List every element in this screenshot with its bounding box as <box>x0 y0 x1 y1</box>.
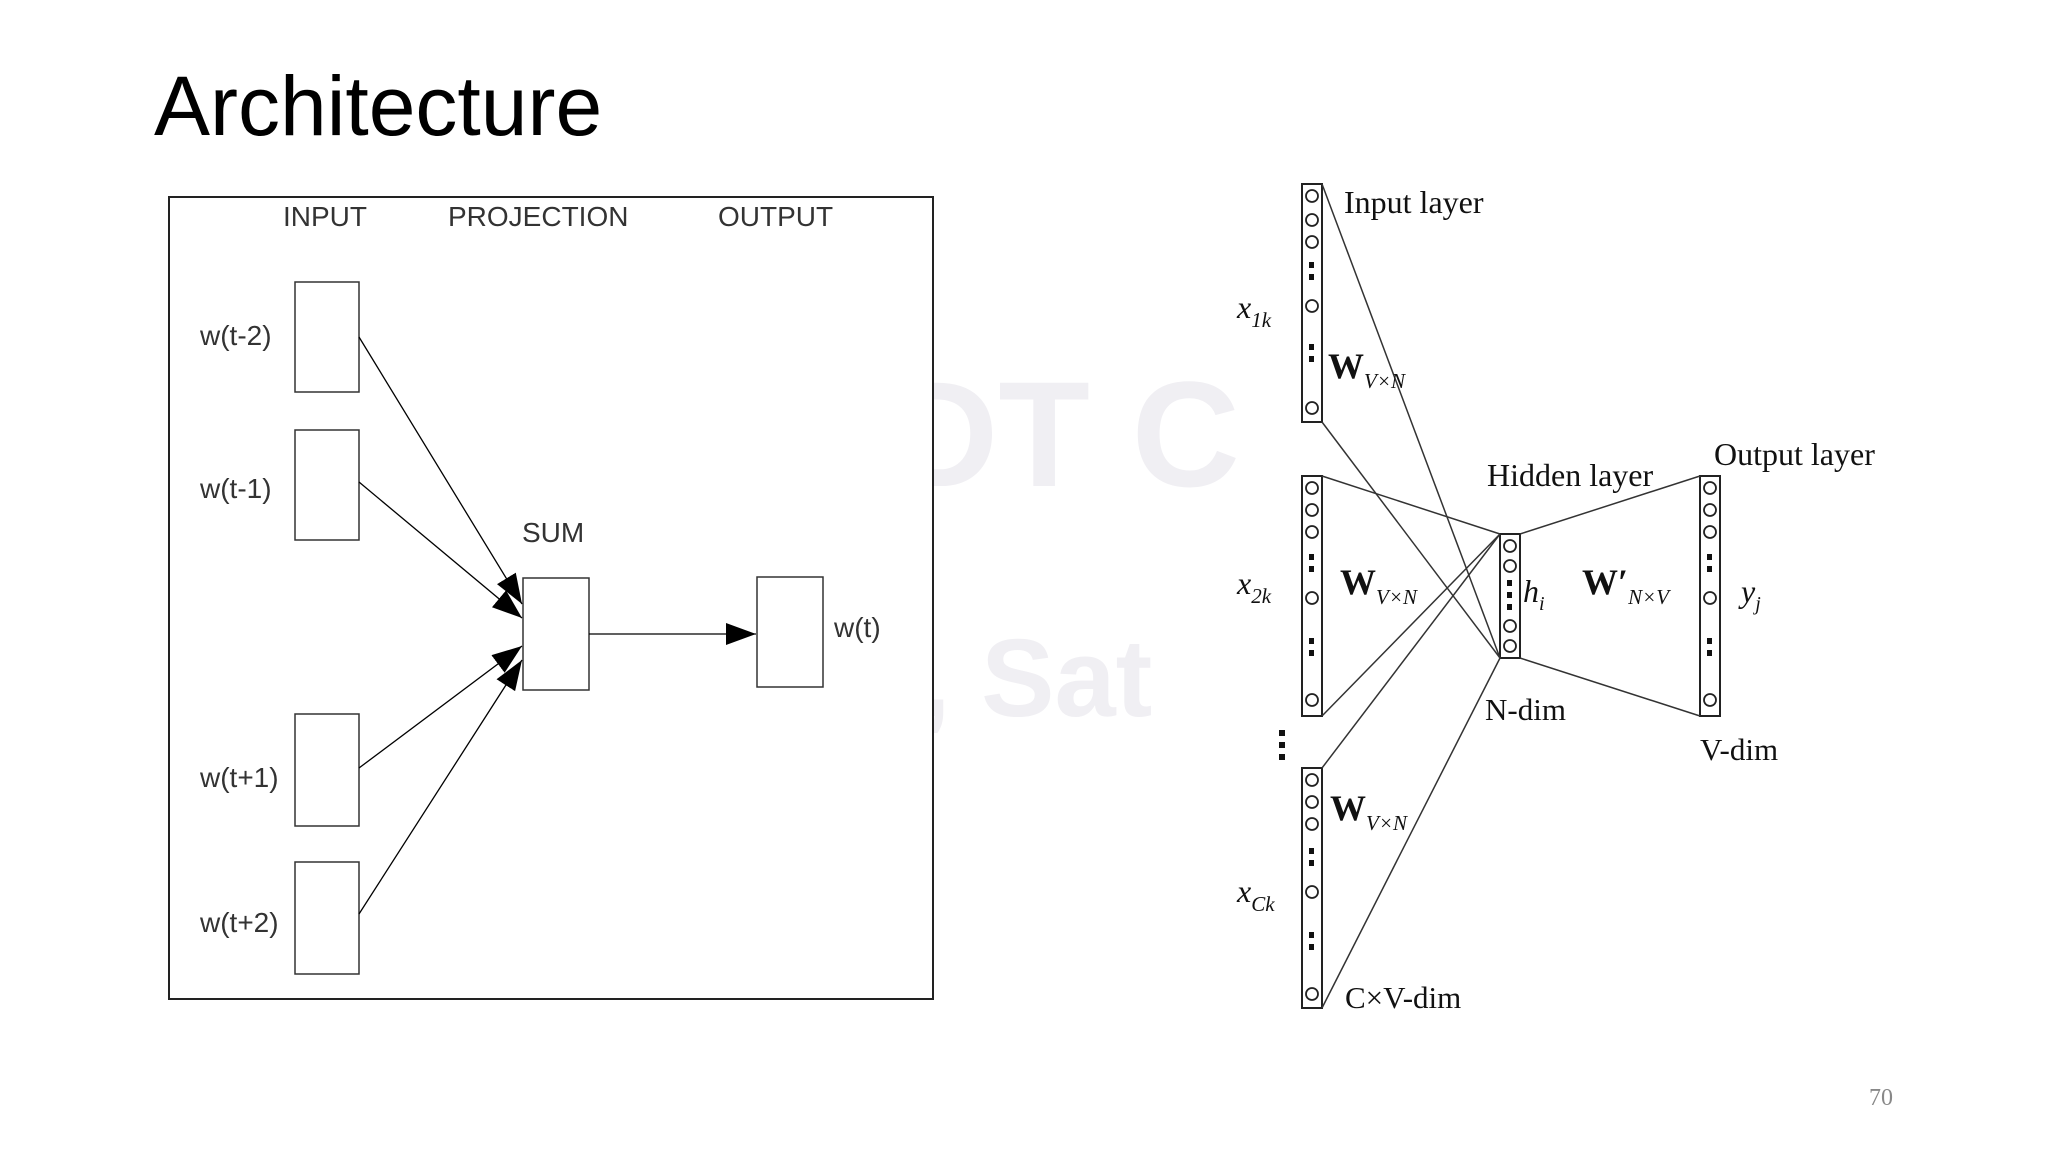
hidden-layer-label: Hidden layer <box>1487 457 1654 493</box>
input-column-3-dots <box>1309 848 1314 950</box>
watermark-text-2: , Sat <box>920 617 1153 740</box>
sum-box <box>522 577 590 691</box>
weight-matrix-1-label: WV×N <box>1328 346 1406 393</box>
input-vector-c-label: xCk <box>1236 873 1275 916</box>
hidden-column-units <box>1503 539 1517 653</box>
header-input: INPUT <box>283 201 367 232</box>
header-output: OUTPUT <box>718 201 833 232</box>
weight-matrix-3-label: WV×N <box>1330 788 1408 835</box>
input-box-w-t+2 <box>294 861 360 975</box>
input-vector-2-label: x2k <box>1236 565 1272 608</box>
weight-matrix-out-label: W′N×V <box>1582 562 1671 609</box>
input-label-w-t-1: w(t-1) <box>199 473 272 504</box>
input-layer-label: Input layer <box>1344 184 1484 220</box>
v-dim-label: V-dim <box>1700 732 1778 767</box>
sum-label: SUM <box>522 517 584 548</box>
output-column-units <box>1703 481 1717 707</box>
arrow-w-t-2-to-sum <box>358 336 523 605</box>
header-projection: PROJECTION <box>448 201 628 232</box>
hidden-column-dots <box>1507 580 1512 610</box>
input-vector-1-label: x1k <box>1236 289 1272 332</box>
input-column-3-units <box>1305 773 1319 1001</box>
n-dim-label: N-dim <box>1485 692 1566 727</box>
output-unit-label: yj <box>1738 573 1761 615</box>
output-layer-label: Output layer <box>1714 436 1875 472</box>
output-label-w-t: w(t) <box>833 612 881 643</box>
cv-dim-label: C×V-dim <box>1345 980 1461 1015</box>
arrow-w-t-1-to-sum <box>358 481 523 619</box>
hidden-unit-label: hi <box>1523 573 1545 615</box>
arrow-w-t+2-to-sum <box>358 659 523 915</box>
output-column-dots <box>1707 554 1712 656</box>
weight-matrix-2-label: WV×N <box>1340 562 1418 609</box>
input-label-w-t+1: w(t+1) <box>199 762 279 793</box>
input-box-w-t-2 <box>294 281 360 393</box>
input-column-1-dots <box>1309 262 1314 362</box>
input-label-w-t-2: w(t-2) <box>199 320 272 351</box>
input-box-w-t-1 <box>294 429 360 541</box>
watermark-text-1: DT C <box>890 350 1240 518</box>
input-column-2-dots <box>1309 554 1314 656</box>
slide-title: Architecture <box>154 59 603 153</box>
page-number: 70 <box>1869 1085 1893 1111</box>
input-column-2-units <box>1305 481 1319 707</box>
ellipsis-dots <box>1279 730 1285 760</box>
input-label-w-t+2: w(t+2) <box>199 907 279 938</box>
input-box-w-t+1 <box>294 713 360 827</box>
input-column-1-units <box>1305 189 1319 415</box>
connection-lines <box>1321 183 1701 1009</box>
arrow-w-t+1-to-sum <box>358 645 523 769</box>
output-box <box>756 576 824 688</box>
